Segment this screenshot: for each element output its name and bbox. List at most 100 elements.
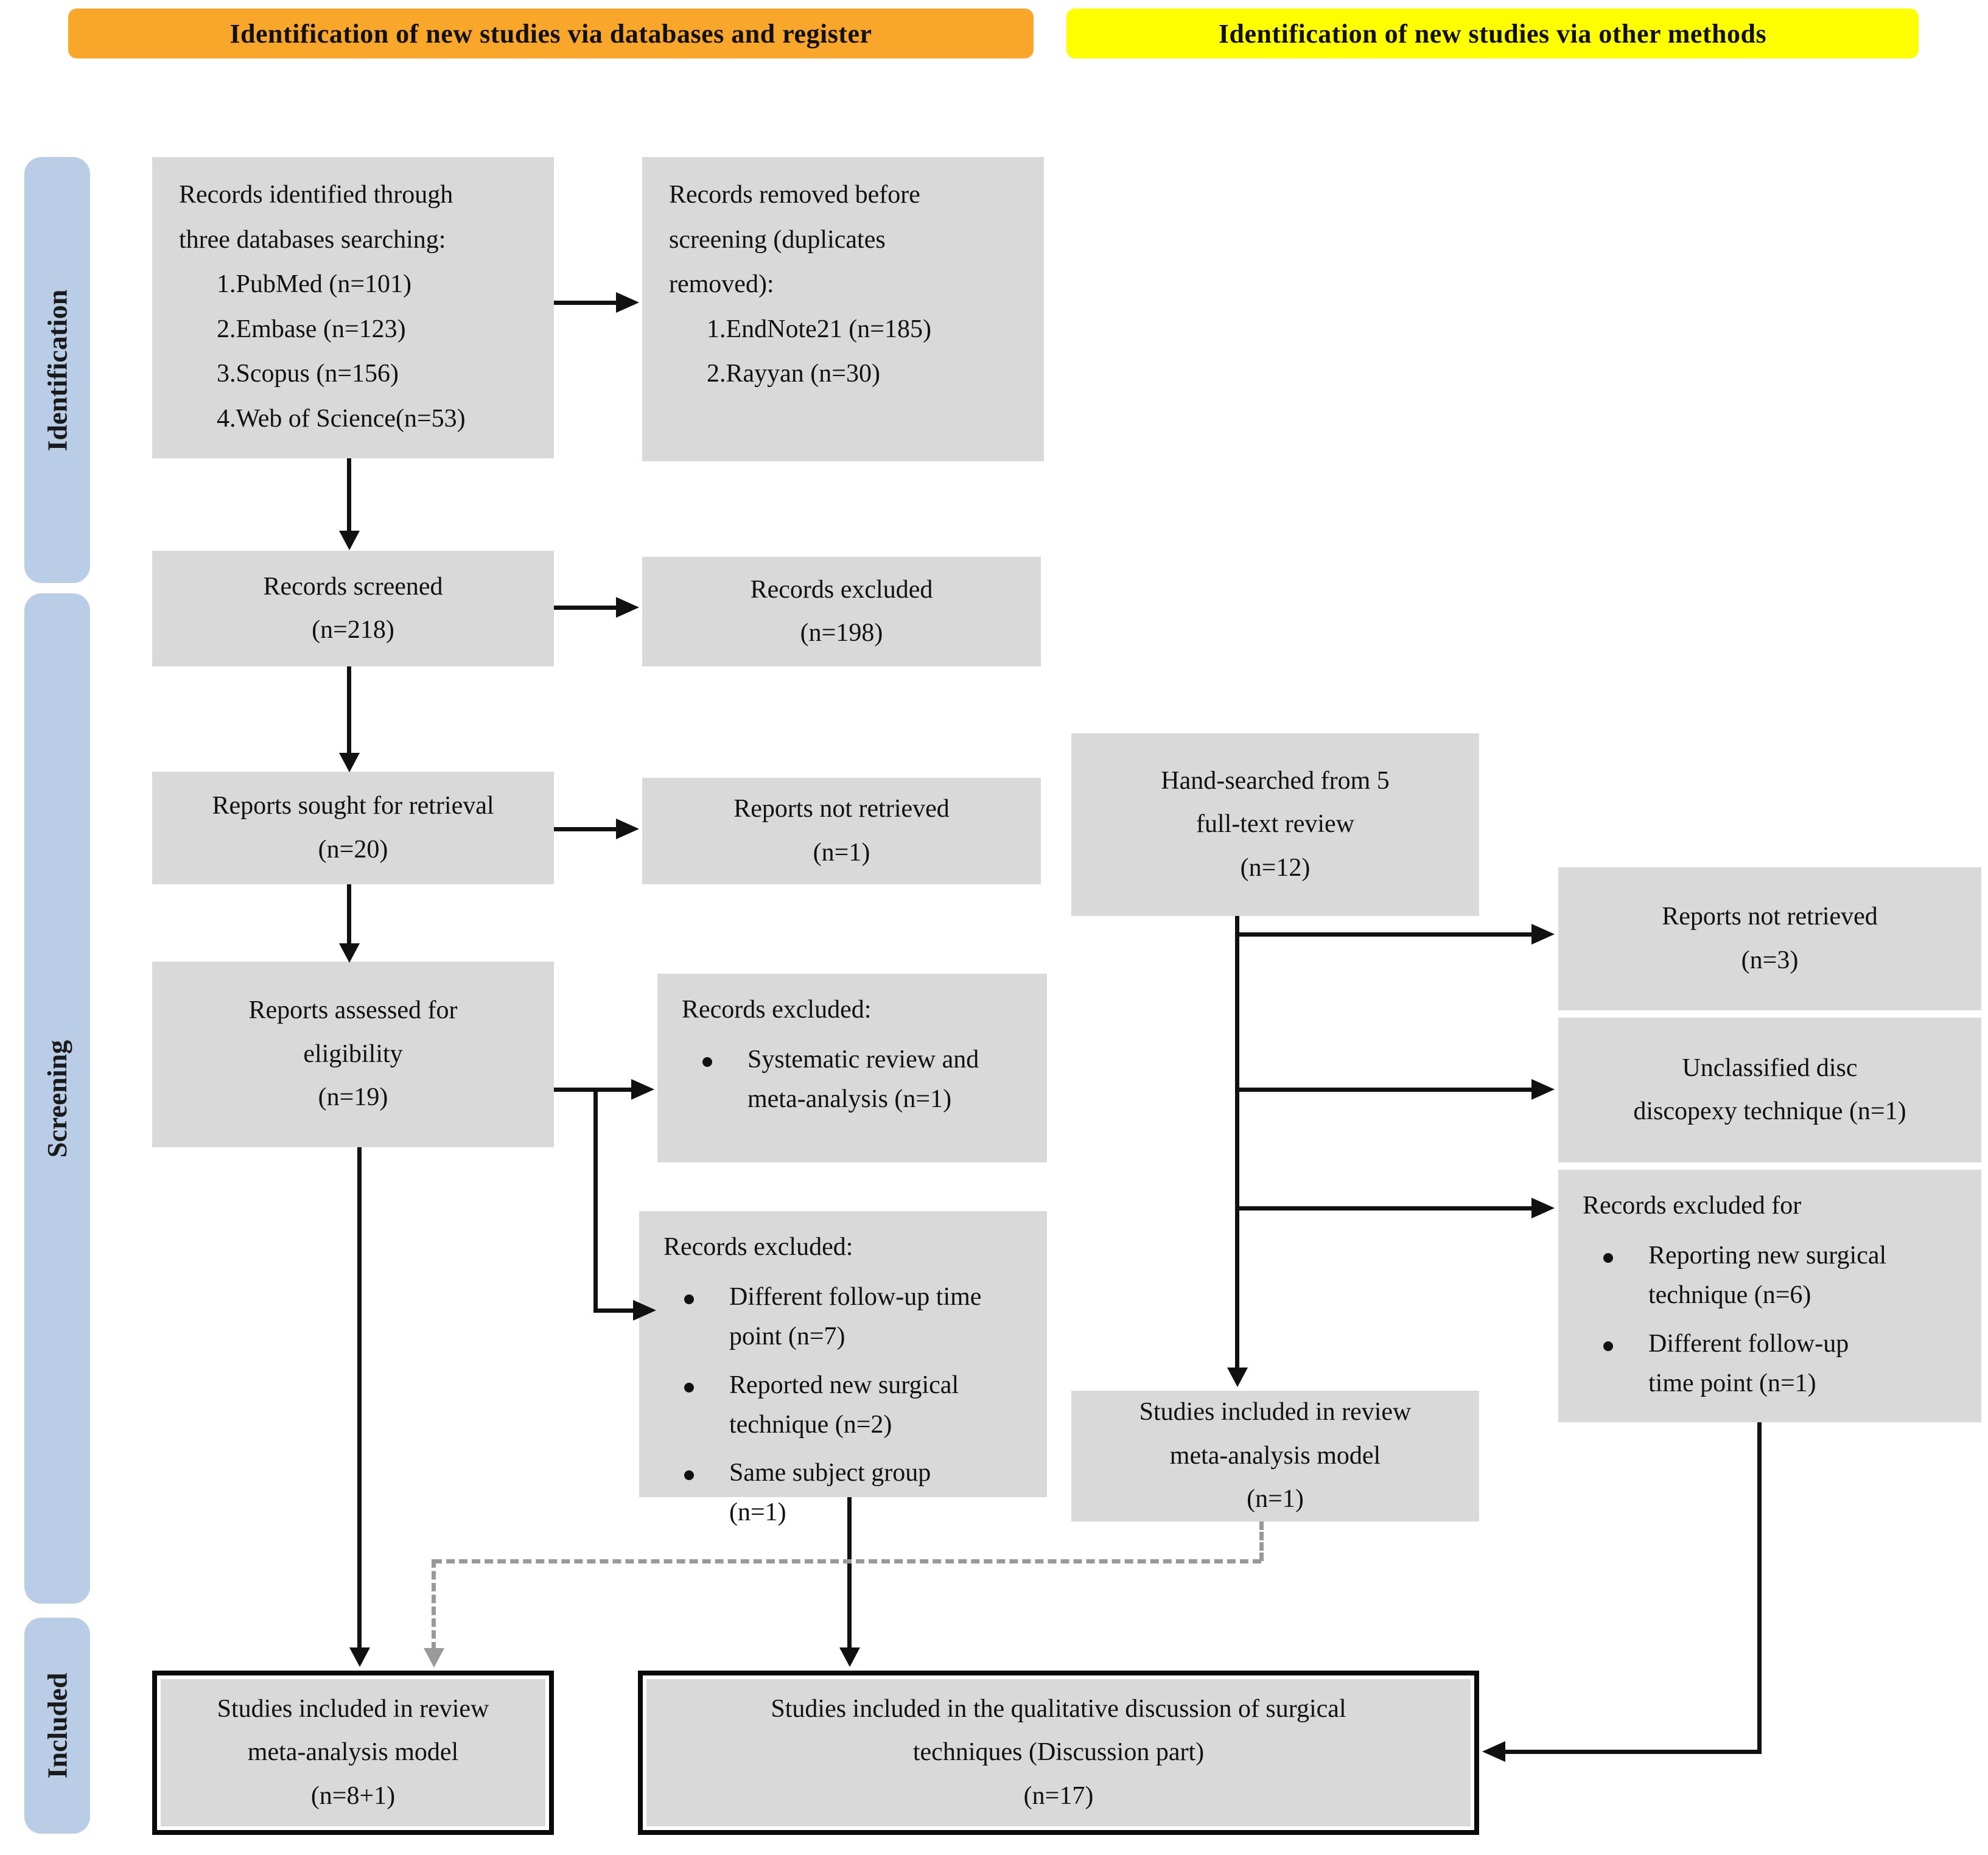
text-line: Studies included in review: [1139, 1398, 1412, 1427]
text-line: (n=19): [318, 1083, 388, 1112]
bullet-text: Reported new surgical technique (n=2): [729, 1371, 959, 1439]
list-item: 1.EndNote21 (n=185): [707, 315, 931, 343]
bullet-icon: [1603, 1341, 1613, 1351]
text-line: (n=17): [1023, 1781, 1094, 1810]
box-records-excluded-other: Records excluded for Reporting new surgi…: [1558, 1170, 1981, 1422]
bullet-text: Same subject group (n=1): [729, 1458, 931, 1526]
text-line: Hand-searched from 5: [1161, 766, 1390, 795]
arrowhead-right-icon: [616, 597, 639, 618]
box-records-removed: Records removed before screening (duplic…: [642, 157, 1044, 461]
arrowhead-down-icon: [1227, 1368, 1248, 1387]
stage-included-label: Included: [41, 1672, 73, 1779]
arrowhead-right-icon: [1531, 1079, 1555, 1100]
arrowhead-right-icon: [631, 1079, 654, 1100]
banner-databases-register: Identification of new studies via databa…: [68, 9, 1034, 58]
text-line: Records identified through: [179, 181, 453, 209]
list-item: 4.Web of Science(n=53): [217, 404, 466, 433]
text-line: screening (duplicates: [669, 225, 886, 254]
text-line: Reports not retrieved: [1662, 903, 1878, 931]
box-unclassified-disc: Unclassified disc discopexy technique (n…: [1558, 1018, 1981, 1162]
bullet-item: Different follow-up time point (n=7): [663, 1277, 1037, 1357]
text-line: Records excluded: [750, 575, 933, 604]
box-reports-not-retrieved: Reports not retrieved (n=1): [642, 778, 1041, 884]
list-item: 3.Scopus (n=156): [217, 360, 399, 388]
arrow-fork-vertical: [593, 1088, 598, 1313]
dashed-elbow-vertical-right: [1259, 1521, 1264, 1561]
box-reports-assessed: Reports assessed for eligibility (n=19): [152, 962, 554, 1147]
bullet-icon: [684, 1294, 694, 1305]
branch-to-not-retrieved-other: [1235, 932, 1533, 937]
arrow-excluded-other-elbow-vertical: [1757, 1422, 1762, 1754]
bullet-item: Reporting new surgical technique (n=6): [1583, 1236, 1972, 1315]
banner-other-methods: Identification of new studies via other …: [1066, 9, 1919, 58]
bullet-text: Different follow-up time point (n=7): [729, 1283, 982, 1351]
arrow-hand-searched-to-included-other: [1235, 916, 1239, 1369]
text-line: Records excluded for: [1583, 1192, 1802, 1220]
text-line: (n=198): [800, 619, 883, 647]
stage-screening: Screening: [24, 593, 90, 1604]
text-line: (n=20): [318, 835, 388, 864]
text-line: (n=8+1): [310, 1781, 396, 1810]
arrowhead-right-icon: [1531, 1198, 1555, 1218]
arrow-sought-to-assessed: [347, 884, 351, 945]
arrow-excluded-detail-to-qualitative: [847, 1497, 852, 1649]
text-line: Unclassified disc: [1682, 1053, 1858, 1082]
text-line: eligibility: [303, 1039, 403, 1068]
bullet-item: Reported new surgical technique (n=2): [663, 1366, 1037, 1445]
arrowhead-down-icon: [339, 943, 360, 963]
text-line: Records screened: [263, 572, 443, 601]
box-records-excluded-detail: Records excluded: Different follow-up ti…: [639, 1211, 1047, 1526]
arrowhead-right-icon: [616, 819, 639, 839]
box-studies-included-qualitative: Studies included in the qualitative disc…: [638, 1671, 1479, 1835]
text-line: Studies included in the qualitative disc…: [771, 1694, 1346, 1723]
stage-screening-label: Screening: [41, 1039, 73, 1158]
arrow-fork-to-excluded-detail: [593, 1308, 635, 1313]
list-item: 2.Rayyan (n=30): [707, 360, 880, 388]
branch-to-unclassified: [1235, 1088, 1533, 1092]
stage-included: Included: [24, 1618, 90, 1834]
arrowhead-down-icon: [339, 753, 360, 772]
text-line: (n=218): [312, 616, 394, 644]
bullet-item: Systematic review and meta-analysis (n=1…: [682, 1040, 1037, 1119]
list-item: 1.PubMed (n=101): [217, 270, 412, 298]
arrowhead-left-icon: [1482, 1741, 1505, 1762]
text-line: Records excluded:: [682, 996, 872, 1024]
arrow-sought-to-not-retrieved: [554, 827, 618, 831]
text-line: (n=3): [1741, 946, 1799, 974]
arrowhead-right-icon: [1531, 924, 1555, 945]
bullet-icon: [684, 1382, 694, 1392]
box-studies-included-meta: Studies included in review meta-analysis…: [152, 1671, 554, 1835]
text-line: meta-analysis model: [1169, 1441, 1381, 1470]
text-line: (n=1): [813, 838, 870, 867]
arrow-identified-to-screened: [347, 458, 351, 533]
box-records-excluded-sr: Records excluded: Systematic review and …: [657, 974, 1047, 1162]
bullet-icon: [1603, 1253, 1613, 1263]
text-line: Reports assessed for: [248, 996, 458, 1025]
arrow-screened-to-sought: [347, 666, 351, 755]
arrow-screened-to-excluded: [554, 606, 618, 610]
list-item: 2.Embase (n=123): [217, 315, 406, 343]
text-line: Reports not retrieved: [733, 795, 950, 823]
text-line: techniques (Discussion part): [912, 1738, 1205, 1767]
text-line: discopexy technique (n=1): [1633, 1097, 1906, 1125]
arrow-assessed-to-included-meta: [357, 1147, 362, 1649]
text-line: Reports sought for retrieval: [212, 792, 494, 820]
text-line: meta-analysis model: [247, 1738, 459, 1767]
text-line: Records excluded:: [663, 1233, 853, 1261]
text-line: removed):: [669, 270, 774, 298]
arrowhead-down-icon: [349, 1647, 370, 1667]
text-line: Records removed before: [669, 181, 920, 209]
branch-to-excluded-other: [1235, 1206, 1533, 1210]
stage-identification-label: Identification: [41, 289, 73, 451]
bullet-text: Different follow-up time point (n=1): [1648, 1329, 1849, 1397]
bullet-text: Reporting new surgical technique (n=6): [1648, 1242, 1887, 1310]
bullet-icon: [684, 1470, 694, 1480]
bullet-text: Systematic review and meta-analysis (n=1…: [747, 1046, 979, 1114]
arrowhead-down-gray-icon: [424, 1648, 444, 1668]
text-line: (n=12): [1240, 853, 1311, 882]
arrowhead-down-icon: [339, 531, 360, 550]
box-reports-sought: Reports sought for retrieval (n=20): [152, 772, 554, 884]
stage-identification: Identification: [24, 157, 90, 583]
text-line: full-text review: [1195, 810, 1355, 839]
